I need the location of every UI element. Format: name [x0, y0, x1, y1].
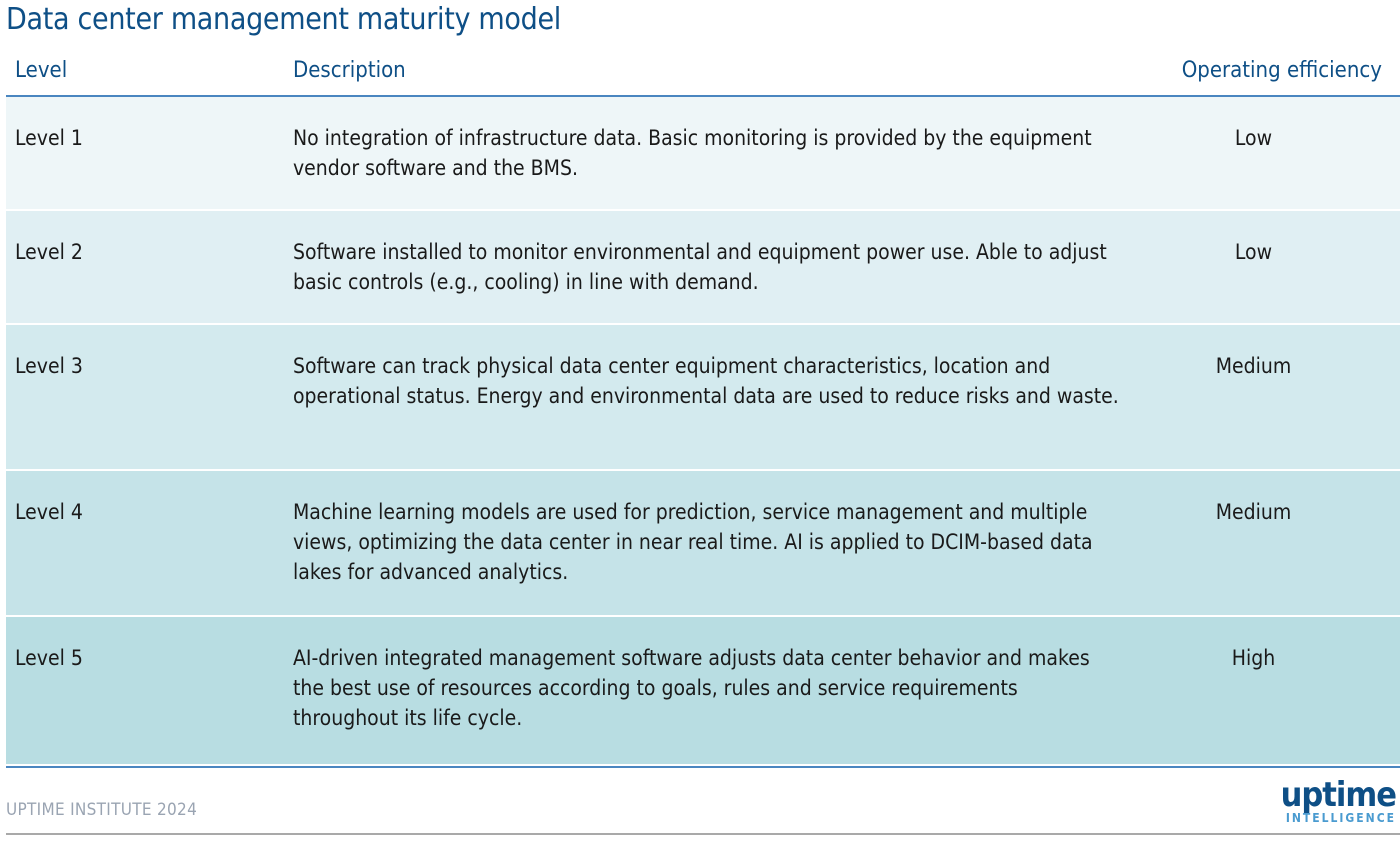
- column-header-description: Description: [293, 58, 406, 83]
- table-row: Level 4 Machine learning models are used…: [6, 471, 1400, 617]
- column-header-efficiency: Operating efficiency: [1181, 58, 1382, 83]
- maturity-table: Level 1 No integration of infrastructure…: [6, 97, 1400, 766]
- table-bottom-divider: [6, 766, 1400, 768]
- page-title: Data center management maturity model: [6, 2, 561, 37]
- table-row: Level 5 AI-driven integrated management …: [6, 617, 1400, 766]
- logo-subtitle: INTELLIGENCE: [1285, 811, 1396, 825]
- efficiency-cell: Low: [1234, 126, 1273, 150]
- header-divider: [6, 95, 1400, 97]
- description-cell: AI-driven integrated management software…: [293, 646, 1090, 730]
- efficiency-cell: High: [1231, 646, 1276, 670]
- column-header-level: Level: [15, 58, 68, 83]
- description-cell: Machine learning models are used for pre…: [293, 500, 1093, 584]
- description-cell: Software can track physical data center …: [293, 354, 1119, 408]
- efficiency-cell: Low: [1234, 240, 1273, 264]
- level-cell: Level 3: [15, 354, 83, 378]
- footer-divider: [6, 833, 1400, 835]
- source-label: UPTIME INSTITUTE 2024: [6, 800, 198, 820]
- efficiency-cell: Medium: [1215, 500, 1292, 524]
- table-row: Level 1 No integration of infrastructure…: [6, 97, 1400, 211]
- level-cell: Level 4: [15, 500, 83, 524]
- table-row: Level 3 Software can track physical data…: [6, 325, 1400, 471]
- description-cell: Software installed to monitor environmen…: [293, 240, 1107, 294]
- description-cell: No integration of infrastructure data. B…: [293, 126, 1092, 180]
- level-cell: Level 1: [15, 126, 83, 150]
- uptime-logo: uptime INTELLIGENCE: [1280, 775, 1397, 825]
- logo-wordmark: uptime: [1280, 775, 1397, 815]
- level-cell: Level 5: [15, 646, 83, 670]
- level-cell: Level 2: [15, 240, 83, 264]
- efficiency-cell: Medium: [1215, 354, 1292, 378]
- table-row: Level 2 Software installed to monitor en…: [6, 211, 1400, 325]
